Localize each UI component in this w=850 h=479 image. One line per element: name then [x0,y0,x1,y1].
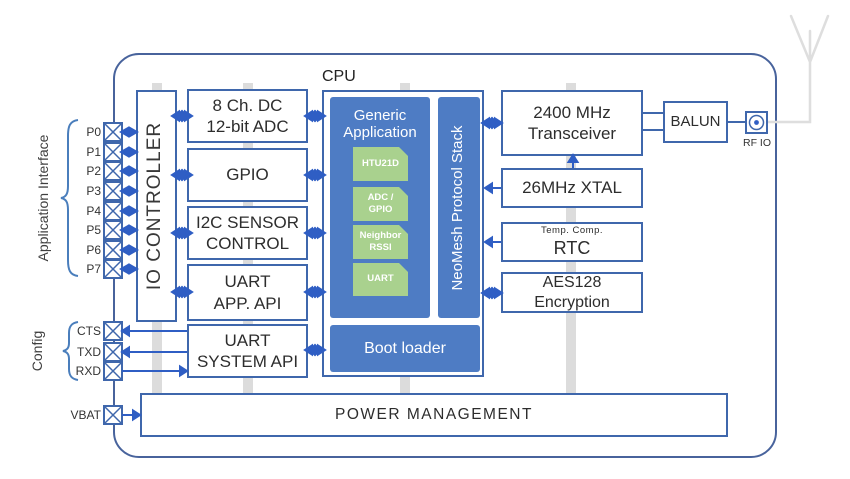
pin-label-p1: P1 [86,145,101,159]
chip-htu21d: HTU21D [353,147,408,181]
xtal-box: 26MHz XTAL [501,168,643,208]
uart-system-api-box: UART SYSTEM API [187,324,308,378]
pin-label-p7: P7 [86,262,101,276]
adc-label-line1: 8 Ch. DC [212,95,283,115]
generic-application-label-line2: Application [343,124,417,141]
transceiver-label-line1: 2400 MHz [533,102,611,122]
uart-app-label-line1: UART [224,272,271,292]
pin-label-rxd: RXD [75,364,101,378]
uart-app-label-line2: APP. API [213,293,282,313]
power-management-label: POWER MANAGEMENT [335,406,533,424]
balun-label: BALUN [670,112,721,130]
boot-loader-label: Boot loader [364,339,446,357]
application-interface-label: Application Interface [35,134,51,262]
aes-label-line2: Encryption [534,293,610,311]
neomesh-stack-box [438,97,480,318]
rtc-label-line1: Temp. Comp. [541,224,603,236]
chip-neighbor-rssi-line2: RSSI [369,242,392,253]
rf-io-label: RF IO [743,137,771,149]
xtal-label: 26MHz XTAL [522,178,622,198]
chip-neighbor-rssi-line1: Neighbor [359,229,402,241]
adc-label-line2: 12-bit ADC [206,117,289,136]
pin-label-cts: CTS [77,324,101,338]
generic-application-label-line1: Generic [353,107,407,124]
pin-label-vbat: VBAT [70,408,101,422]
uart-app-api-box: UART APP. API [187,264,308,321]
i2c-sensor-box: I2C SENSOR CONTROL [187,206,308,260]
power-management-box: POWER MANAGEMENT [140,393,728,437]
io-controller-label: IO CONTROLLER [144,121,165,291]
pin-label-p4: P4 [86,204,101,218]
chip-adc-gpio: ADC / GPIO [353,187,408,221]
chip-uart: UART [353,263,408,296]
pin-label-p3: P3 [86,184,101,198]
adc-box: 8 Ch. DC 12-bit ADC [187,89,308,143]
transceiver-label-line2: Transceiver [527,124,617,143]
chip-adc-gpio-line1: ADC / [367,191,394,203]
chip-neighbor-rssi: Neighbor RSSI [353,225,408,259]
pin-label-p2: P2 [86,164,101,178]
pin-label-p0: P0 [86,125,101,139]
pin-label-p5: P5 [86,223,101,237]
neomesh-stack-label: NeoMesh Protocol Stack [449,125,466,291]
rf-io-connector-icon [745,111,768,134]
transceiver-box: 2400 MHz Transceiver [501,90,643,156]
uart-system-label-line1: UART [224,330,271,350]
uart-system-label-line2: SYSTEM API [196,352,299,371]
i2c-label-line2: CONTROL [205,234,290,253]
balun-box: BALUN [663,101,728,143]
rtc-label-line2: RTC [553,237,591,258]
gpio-box: GPIO [187,148,308,202]
config-label: Config [29,330,45,372]
boot-loader-box: Boot loader [330,325,480,372]
chip-uart-label: UART [367,273,394,285]
io-controller-box [136,90,177,322]
gpio-label: GPIO [226,165,269,185]
i2c-label-line1: I2C SENSOR [196,212,299,232]
pin-label-p6: P6 [86,243,101,257]
cpu-label: CPU [322,68,356,85]
chip-adc-gpio-line2: GPIO [368,204,393,215]
aes-label-line1: AES128 [542,273,602,291]
rtc-box: Temp. Comp. RTC [501,222,643,262]
aes-box: AES128 Encryption [501,272,643,313]
chip-htu21d-label: HTU21D [362,157,399,169]
pin-label-txd: TXD [77,345,101,359]
